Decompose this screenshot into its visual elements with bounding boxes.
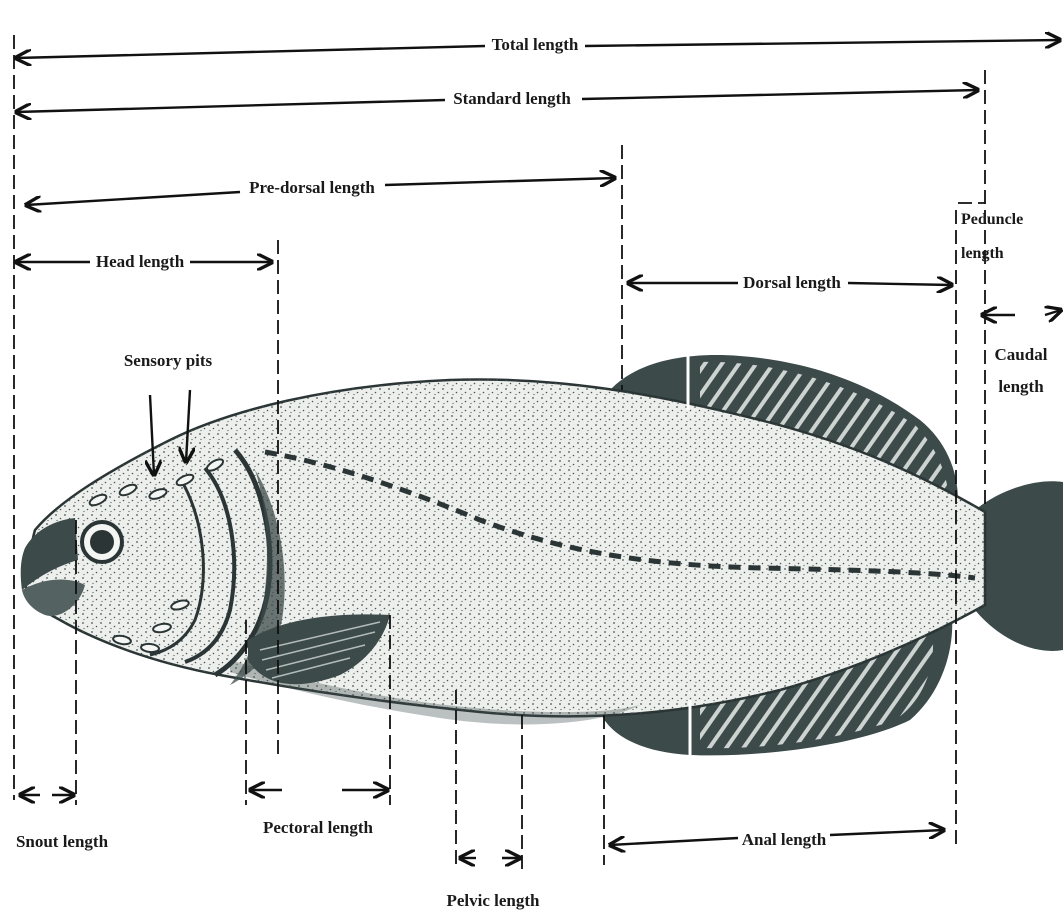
anal-arrow-left [610, 838, 738, 845]
label-total-length: Total length [492, 35, 579, 54]
label-peduncle-line2: length [961, 245, 1004, 262]
sensory-pit [141, 643, 160, 653]
label-sensory-pits: Sensory pits [124, 351, 213, 370]
standard-length-arrow-right [582, 90, 978, 99]
predorsal-arrow-right [385, 178, 615, 185]
predorsal-arrow-left [26, 192, 240, 205]
label-pelvic-length: Pelvic length [446, 891, 540, 910]
label-dorsal-length: Dorsal length [743, 273, 841, 292]
total-length-arrow-left [16, 46, 485, 58]
caudal-length-arrow-right [1045, 310, 1061, 315]
fish-illustration [21, 355, 1063, 755]
label-standard-length: Standard length [453, 89, 571, 108]
label-snout-length: Snout length [16, 832, 109, 851]
anal-arrow-right [830, 830, 944, 835]
caudal-fin [975, 481, 1063, 651]
dorsal-length-arrow-right [848, 283, 952, 285]
pupil [90, 530, 114, 554]
label-anal-length: Anal length [742, 830, 827, 849]
total-length-arrow-right [585, 40, 1060, 46]
label-head-length: Head length [96, 252, 185, 271]
label-predorsal-length: Pre-dorsal length [249, 178, 375, 197]
label-pectoral-length: Pectoral length [263, 818, 374, 837]
standard-length-arrow-left [16, 100, 445, 112]
label-peduncle-line1: Peduncle [961, 211, 1023, 228]
label-caudal-line2: length [998, 377, 1044, 396]
label-caudal-line1: Caudal [995, 345, 1048, 364]
